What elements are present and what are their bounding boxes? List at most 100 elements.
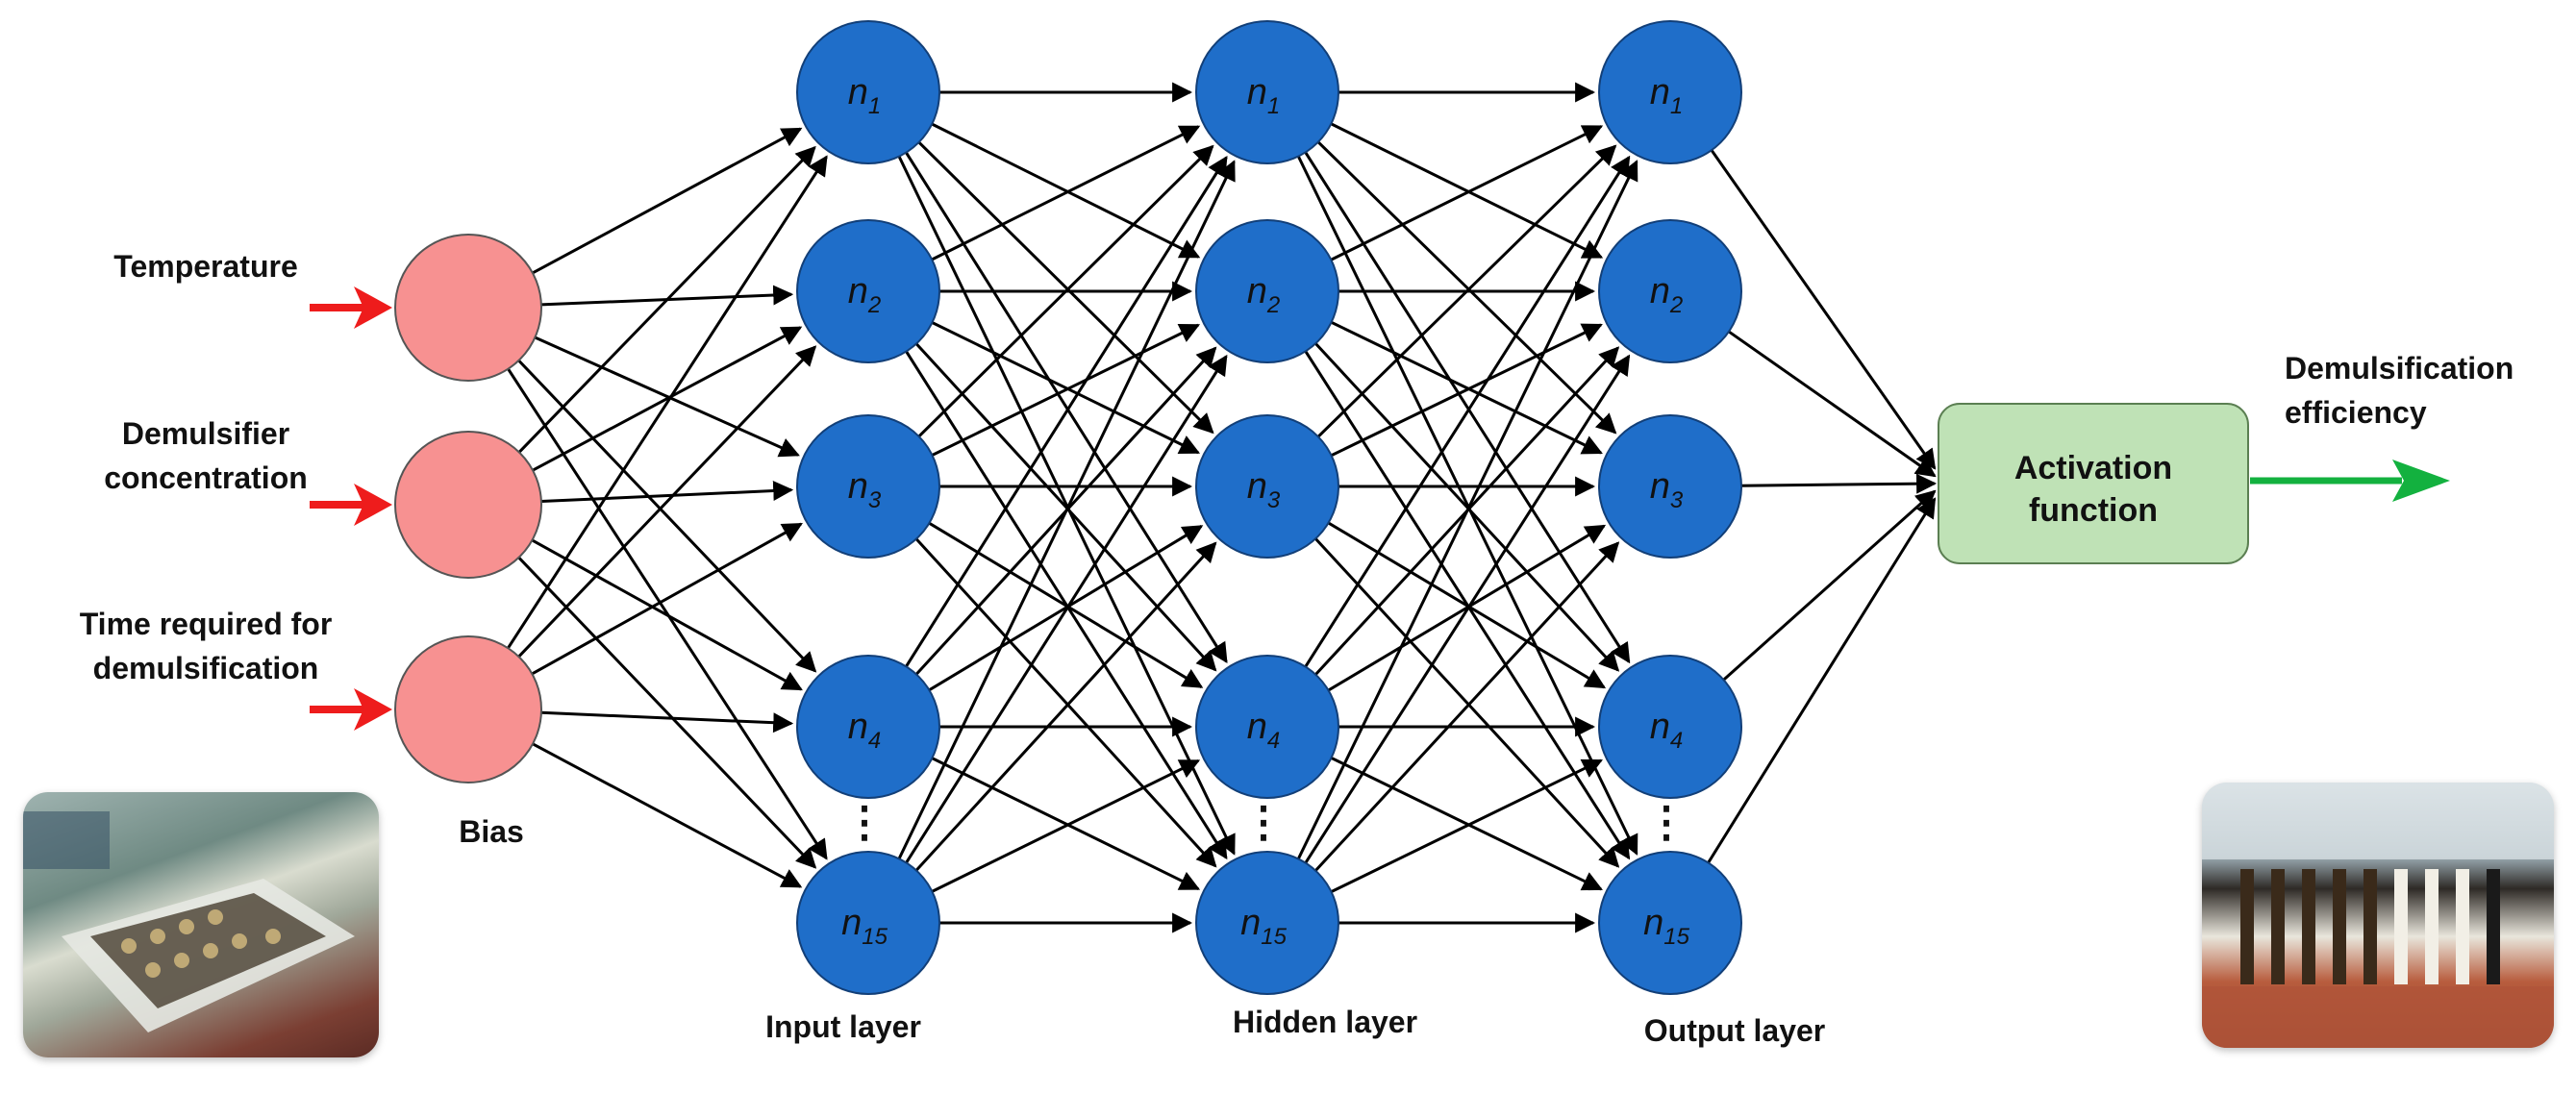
neuron-label: n2: [1247, 271, 1281, 318]
demulsification-tubes-photo: [2202, 783, 2554, 1048]
edge-bias-2-input-1: [517, 345, 817, 659]
neuron-label: n4: [1247, 707, 1281, 754]
neuron-layer2-2: [1195, 219, 1339, 363]
edge-layer1-3-to-2: [1326, 524, 1607, 693]
neuron-label: n15: [841, 903, 888, 950]
neuron-layer3-1: [1598, 20, 1742, 164]
bias-node-3: [394, 635, 542, 783]
neurons: n1n2n3n4n15⋮n1n2n3n4n15⋮n1n2n3n4n15⋮Acti…: [394, 20, 2249, 995]
edge-bias-1-input-0: [517, 145, 816, 454]
activation-function-label: Activation function: [2014, 450, 2172, 529]
bias-node-2: [394, 431, 542, 579]
neuron-label: n3: [1247, 466, 1281, 513]
edge-layer0-2-to-4: [913, 536, 1217, 868]
connections: [507, 82, 1938, 933]
neuron-layer2-1: [1195, 20, 1339, 164]
edge-layer1-0-to-1: [1329, 121, 1604, 259]
layer-label-1: Input layer: [765, 1009, 921, 1044]
edge-layer0-2-to-0: [916, 144, 1214, 439]
edge-bias-2-input-4: [532, 742, 803, 888]
neuron-label: n3: [1650, 466, 1684, 513]
neuron-label: n15: [1240, 903, 1287, 950]
ellipsis: ⋮: [1645, 799, 1688, 846]
neuron-layer2-4: [1195, 655, 1339, 799]
edge-bias-0-input-0: [532, 127, 803, 275]
activation-function-box: [1938, 403, 2249, 564]
input-arrow-head-1: [354, 286, 392, 329]
neuron-label: n3: [848, 466, 882, 513]
neuron-layer2-15: [1195, 851, 1339, 995]
edge-layer1-4-to-3: [1329, 758, 1603, 894]
edge-layer0-3-to-2: [927, 524, 1204, 692]
edge-layer1-1-to-0: [1329, 125, 1604, 262]
activation-label-line: Activation: [2014, 450, 2172, 486]
neuron-layer1-3: [796, 414, 940, 559]
input-label-3: Time required for demulsification: [80, 607, 333, 685]
input-label-1: Temperature: [113, 249, 297, 284]
neuron-label: n2: [1650, 271, 1684, 318]
edge-layer1-0-to-3: [1303, 150, 1631, 664]
edge-layer0-2-to-1: [930, 323, 1201, 458]
neuron-layer2-3: [1195, 414, 1339, 559]
edge-layer0-3-to-0: [904, 155, 1228, 669]
bias-label: Bias: [459, 814, 524, 849]
edge-output-3-to-activation: [1722, 489, 1937, 682]
edge-layer0-0-to-1: [930, 122, 1201, 259]
edge-bias-0-input-3: [517, 359, 817, 673]
edge-layer0-1-to-2: [930, 320, 1201, 455]
output-label-line: efficiency: [2285, 395, 2427, 430]
edge-bias-1-input-2: [540, 481, 794, 504]
neuron-layer3-3: [1598, 414, 1742, 559]
edge-layer1-4-to-0: [1296, 160, 1638, 861]
neuron-label: n4: [1650, 707, 1684, 754]
neuron-label: n1: [1650, 72, 1684, 119]
neuron-label: n1: [1247, 72, 1281, 119]
edge-layer0-4-to-2: [913, 541, 1217, 873]
neuron-label: n15: [1643, 903, 1689, 950]
neuron-label: n1: [848, 72, 882, 119]
edge-layer1-4-to-2: [1313, 541, 1620, 873]
edge-layer0-4-to-3: [930, 758, 1201, 894]
bias-node-1: [394, 234, 542, 382]
neuron-layer1-1: [796, 20, 940, 164]
edge-layer0-0-to-2: [916, 139, 1214, 435]
input-arrow-head-2: [354, 484, 392, 526]
edge-layer1-0-to-4: [1296, 154, 1638, 856]
neuron-layer3-2: [1598, 219, 1742, 363]
layer-label-2: Hidden layer: [1233, 1005, 1417, 1039]
edge-output-1-to-activation: [1728, 330, 1937, 478]
edge-layer0-1-to-3: [913, 341, 1217, 672]
neuron-layer1-15: [796, 851, 940, 995]
edge-layer0-2-to-3: [927, 521, 1204, 689]
input-label-2: Demulsifier concentration: [104, 416, 308, 495]
edge-layer1-2-to-3: [1326, 520, 1607, 689]
edge-layer1-1-to-3: [1313, 341, 1620, 672]
edge-layer1-3-to-4: [1329, 756, 1603, 891]
output-arrow-head: [2392, 460, 2450, 502]
input-label-line: demulsification: [93, 651, 319, 685]
input-label-line: Temperature: [113, 249, 297, 284]
ellipsis: ⋮: [1242, 799, 1285, 846]
input-label-line: concentration: [104, 460, 308, 495]
neuron-label: n2: [848, 271, 882, 318]
edge-layer0-1-to-0: [930, 125, 1201, 261]
edge-output-4-to-activation: [1707, 497, 1937, 864]
edge-layer1-2-to-0: [1315, 144, 1617, 439]
input-label-line: Demulsifier: [122, 416, 289, 451]
edge-bias-1-input-3: [531, 538, 803, 691]
edge-bias-2-input-0: [507, 155, 828, 650]
activation-label-line: function: [2029, 492, 2158, 529]
shaker-incubator-photo: [23, 792, 379, 1057]
edge-layer1-2-to-4: [1313, 536, 1620, 868]
neuron-label: n4: [848, 707, 882, 754]
input-label-line: Time required for: [80, 607, 333, 641]
neuron-layer1-2: [796, 219, 940, 363]
edge-layer1-1-to-2: [1329, 320, 1603, 455]
neuron-layer3-15: [1598, 851, 1742, 995]
edge-layer0-4-to-1: [904, 354, 1228, 865]
edge-bias-2-input-3: [540, 710, 794, 733]
edge-layer1-4-to-1: [1303, 354, 1631, 865]
